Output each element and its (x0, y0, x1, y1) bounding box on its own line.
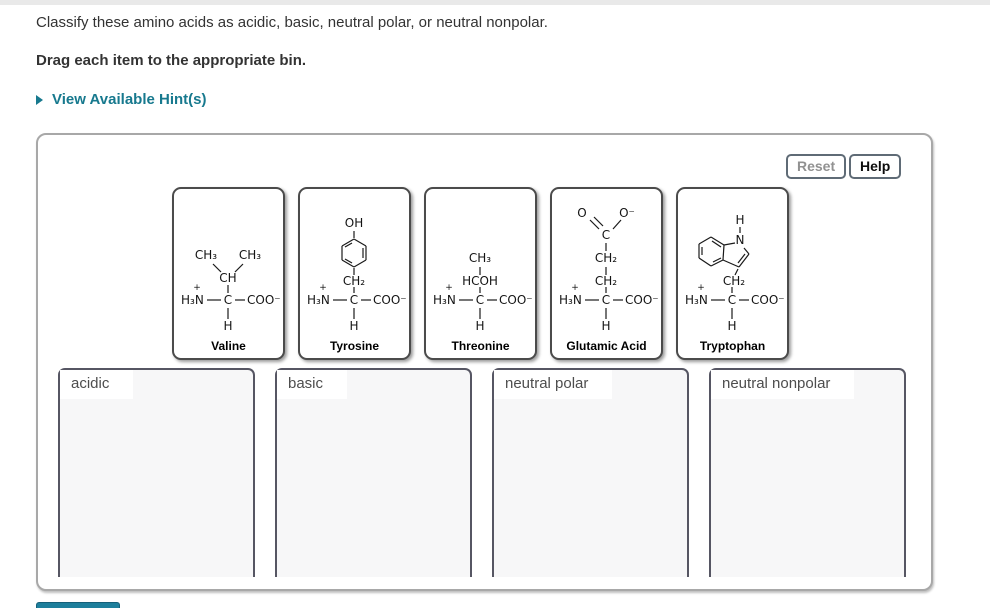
amino-acid-card-tyrosine[interactable]: +H₃N C COO⁻ H CH₂ OH Tyrosine (298, 187, 411, 360)
svg-text:COO⁻: COO⁻ (625, 293, 659, 307)
card-label: Valine (211, 339, 246, 353)
svg-text:H₃N: H₃N (433, 293, 456, 307)
bin-basic[interactable]: basic (275, 368, 472, 577)
svg-text:+: + (571, 283, 579, 293)
svg-text:H: H (349, 319, 358, 333)
svg-text:C: C (728, 293, 736, 307)
bin-neutral-polar[interactable]: neutral polar (492, 368, 689, 577)
svg-text:H₃N: H₃N (181, 293, 204, 307)
svg-text:CH₃: CH₃ (239, 248, 261, 262)
svg-text:H₃N: H₃N (559, 293, 582, 307)
svg-text:H: H (727, 319, 736, 333)
svg-text:COO⁻: COO⁻ (247, 293, 281, 307)
svg-text:O: O (577, 206, 586, 220)
drag-instruction: Drag each item to the appropriate bin. (36, 52, 307, 69)
svg-text:O⁻: O⁻ (619, 206, 635, 220)
top-toolbar-edge (0, 0, 990, 5)
svg-text:+: + (319, 283, 327, 293)
svg-text:+: + (445, 283, 453, 293)
svg-text:H₃N: H₃N (685, 293, 708, 307)
bin-label: acidic (60, 370, 134, 399)
view-hints-link[interactable]: View Available Hint(s) (36, 91, 207, 108)
svg-text:+: + (193, 283, 201, 293)
card-label: Tyrosine (329, 339, 380, 353)
card-label: Glutamic Acid (566, 339, 647, 353)
amino-acid-card-threonine[interactable]: +H₃N C COO⁻ H HCOH CH₃ Threonine (424, 187, 537, 360)
submit-button[interactable] (36, 602, 120, 608)
svg-text:CH₃: CH₃ (195, 248, 217, 262)
svg-text:CH₃: CH₃ (469, 251, 491, 265)
svg-text:COO⁻: COO⁻ (373, 293, 407, 307)
card-label: Tryptophan (699, 339, 766, 353)
bin-label: neutral polar (494, 370, 613, 399)
structure-drawing-threonine: +H₃N C COO⁻ H HCOH CH₃ (433, 251, 533, 333)
svg-text:COO⁻: COO⁻ (499, 293, 533, 307)
svg-text:CH: CH (219, 271, 236, 285)
svg-text:C: C (602, 228, 610, 242)
problem-statement: Classify these amino acids as acidic, ba… (36, 14, 548, 31)
svg-text:N: N (736, 233, 745, 247)
svg-text:H: H (601, 319, 610, 333)
svg-text:C: C (350, 293, 358, 307)
svg-text:C: C (224, 293, 232, 307)
svg-text:+: + (697, 283, 705, 293)
view-hints-label: View Available Hint(s) (52, 91, 207, 108)
bin-label: basic (277, 370, 348, 399)
svg-text:CH₂: CH₂ (595, 251, 617, 265)
svg-text:HCOH: HCOH (462, 274, 498, 288)
svg-text:OH: OH (345, 216, 363, 230)
structure-drawing-tyrosine: +H₃N C COO⁻ H CH₂ OH (307, 216, 407, 333)
help-button[interactable]: Help (849, 154, 902, 179)
svg-text:CH₂: CH₂ (343, 274, 365, 288)
svg-text:H: H (735, 213, 744, 227)
bin-label: neutral nonpolar (711, 370, 855, 399)
hint-expand-arrow-icon (36, 94, 43, 105)
svg-text:H₃N: H₃N (307, 293, 330, 307)
svg-text:CH₂: CH₂ (595, 274, 617, 288)
svg-text:H: H (223, 319, 232, 333)
svg-text:CH₂: CH₂ (723, 274, 745, 288)
svg-text:COO⁻: COO⁻ (751, 293, 785, 307)
bin-acidic[interactable]: acidic (58, 368, 255, 577)
bin-neutral-nonpolar[interactable]: neutral nonpolar (709, 368, 906, 577)
svg-text:C: C (476, 293, 484, 307)
svg-text:C: C (602, 293, 610, 307)
card-label: Threonine (451, 339, 510, 353)
reset-button[interactable]: Reset (786, 154, 847, 179)
svg-text:H: H (475, 319, 484, 333)
